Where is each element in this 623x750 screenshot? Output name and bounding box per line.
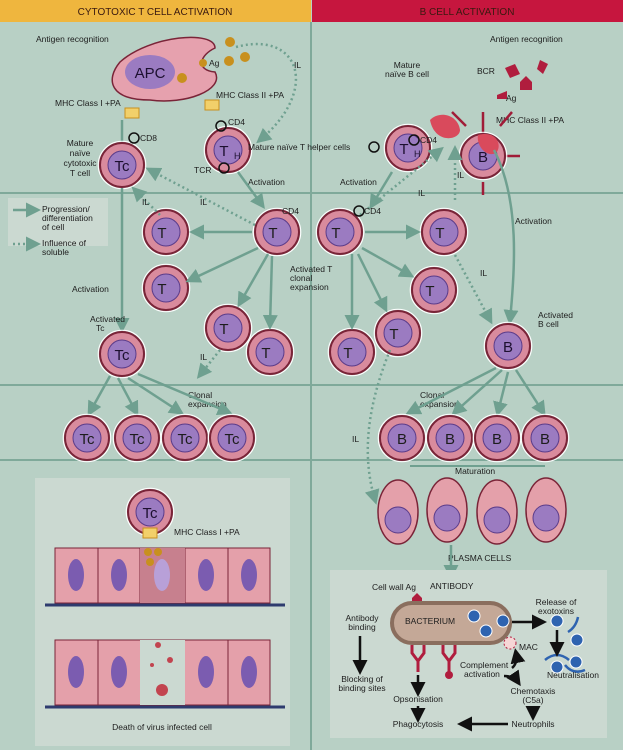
diagram-label: Tc [115, 158, 131, 175]
diagram-label: B [503, 339, 513, 356]
epithelial-cells-intact [54, 547, 271, 604]
diagram-label: Antigen recognition [490, 34, 563, 44]
antibody-effects-panel [330, 570, 607, 738]
legend-box [8, 198, 108, 246]
diagram-label: B [445, 431, 455, 448]
diagram-label: IL [142, 197, 149, 207]
diagram-label: T [331, 225, 340, 242]
diagram-label: CD4 [364, 206, 381, 216]
diagram-label: CD4 [420, 135, 437, 145]
diagram-label: H [234, 151, 241, 161]
epithelial-cells-dead [54, 639, 271, 706]
diagram-label: Mature naïve T helper cells [248, 142, 350, 152]
diagram-label: Maturation [455, 466, 495, 476]
right-header-title: B CELL ACTIVATION [420, 7, 515, 18]
diagram-label: Tc [178, 431, 194, 448]
diagram-label: IL [294, 60, 301, 70]
diagram-label: MAC [519, 642, 538, 652]
diagram-label: TCR [194, 165, 211, 175]
diagram-label: T [261, 345, 270, 362]
diagram-label: T [435, 225, 444, 242]
diagram-label: Neutrophils [512, 719, 555, 729]
diagram-label: IL [457, 170, 464, 180]
diagram-label: B [492, 431, 502, 448]
diagram-label: T [425, 283, 434, 300]
diagram-label: Tc [225, 431, 241, 448]
diagram-label: Tc [80, 431, 96, 448]
diagram-label: B [540, 431, 550, 448]
left-header-title: CYTOTOXIC T CELL ACTIVATION [78, 7, 233, 18]
diagram-label: IL [200, 197, 207, 207]
diagram-label: MHC Class II +PA [496, 115, 564, 125]
diagram-label: Tc [143, 505, 159, 522]
diagram-label: CD4 [282, 206, 299, 216]
diagram-label: Ag [209, 58, 220, 68]
diagram-label: T [389, 326, 398, 343]
diagram-label: Activation [340, 177, 377, 187]
diagram-label: Ag [506, 93, 517, 103]
diagram-label: CD4 [228, 117, 245, 127]
diagram-label: MHC Class I +PA [174, 527, 240, 537]
antigen-particles [177, 37, 250, 83]
diagram-label: Activation [248, 177, 285, 187]
apc-label: APC [135, 65, 166, 82]
diagram-label: MHC Class II +PA [216, 90, 284, 100]
plasma-cells [377, 477, 567, 545]
diagram-label: IL [200, 352, 207, 362]
diagram-label: T [157, 281, 166, 298]
diagram-label: IL [352, 434, 359, 444]
diagram-label: Activation [72, 284, 109, 294]
death-label: Death of virus infected cell [112, 722, 212, 732]
left-header-bar [0, 0, 311, 22]
diagram-label: CD8 [140, 133, 157, 143]
apc-nucleus [125, 55, 175, 89]
diagram-label: H [414, 149, 421, 159]
b-antigens [497, 60, 548, 99]
diagram-label: Tc [115, 347, 131, 364]
diagram-label: T [157, 225, 166, 242]
diagram-label: ANTIBODY [430, 581, 474, 591]
diagram-label: Activation [515, 216, 552, 226]
diagram-label: T [219, 321, 228, 338]
diagram-label: T [219, 143, 228, 160]
diagram-label: MHC Class I +PA [55, 98, 121, 108]
plasma-cells-label: PLASMA CELLS [448, 553, 512, 563]
diagram-label: B [478, 149, 488, 166]
diagram-label: Cell wall Ag [372, 582, 416, 592]
diagram-label: Phagocytosis [393, 719, 444, 729]
diagram-label: T [399, 141, 408, 158]
diagram-label: T [343, 345, 352, 362]
diagram-label: BACTERIUM [405, 616, 455, 626]
diagram-label: B [397, 431, 407, 448]
diagram-label: BCR [477, 66, 495, 76]
diagram-label: IL [418, 188, 425, 198]
diagram-label: Tc [130, 431, 146, 448]
bcr-receptors [451, 111, 520, 195]
antigen-recognition-label: Antigen recognition [36, 34, 109, 44]
diagram-label: Opsonisation [393, 694, 443, 704]
diagram-label: Neutralisation [547, 670, 599, 680]
diagram-label: IL [480, 268, 487, 278]
diagram-label: Chemotaxis(C5a) [511, 686, 556, 705]
right-header-bar [312, 0, 623, 22]
diagram-label: T [268, 225, 277, 242]
